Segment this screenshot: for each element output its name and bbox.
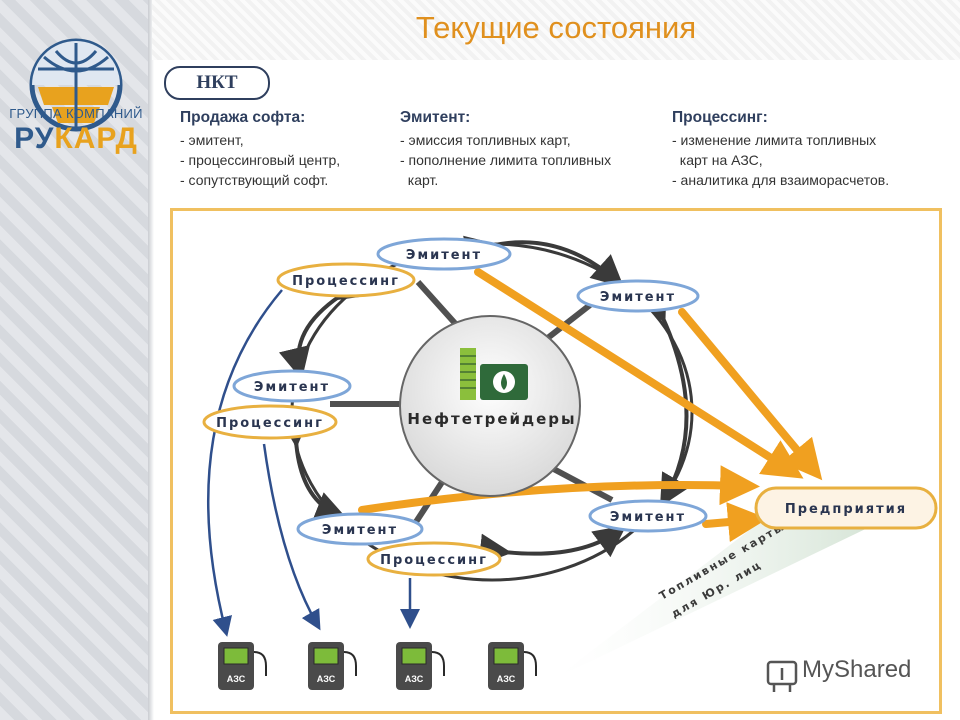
column-line: карт.	[400, 172, 439, 188]
node-processing-bottom: Процессинг	[366, 541, 502, 577]
orange-arrow-4	[702, 502, 768, 543]
myshared-icon	[766, 660, 798, 692]
azs-label: АЗС	[405, 674, 424, 684]
column-processing: Процессинг: - изменение лимита топливных…	[672, 108, 952, 190]
title-band	[152, 0, 960, 60]
column-heading: Процессинг:	[672, 109, 768, 126]
node-emitent-top: Эмитент	[376, 237, 512, 271]
column-line: - пополнение лимита топливных	[400, 152, 612, 168]
azs-pump-1: АЗС	[218, 642, 267, 690]
sidebar-edge	[148, 0, 154, 720]
arrow-processing-bottom-to-emitent-br	[478, 525, 627, 566]
blue-arrow-1	[207, 289, 283, 637]
arrow-processing-to-emitent-left	[278, 269, 369, 380]
arrow-processing-left-to-emitent-bottom	[278, 414, 348, 522]
azs-pump-2: АЗС	[308, 642, 357, 690]
svg-text:Эмитент: Эмитент	[322, 523, 398, 538]
column-heading: Продажа софта:	[180, 109, 306, 126]
logo-caption: ГРУППА КОМПАНИЙ	[9, 106, 143, 121]
node-processing-top: Процессинг	[276, 262, 416, 298]
blue-arrow-2	[262, 443, 321, 631]
svg-text:Эмитент: Эмитент	[600, 290, 676, 305]
column-line: - изменение лимита топливных	[672, 132, 877, 148]
node-emitent-bottom: Эмитент	[296, 512, 424, 546]
column-line: - процессинговый центр,	[180, 152, 341, 168]
orange-arrow-3	[358, 465, 760, 514]
arrow-emitent-right-loop	[637, 287, 690, 507]
svg-text:Процессинг: Процессинг	[380, 553, 488, 568]
orange-arrow-2	[678, 308, 823, 481]
page-title: Текущие состояния	[415, 10, 697, 45]
node-emitent-bottom-right: Эмитент	[588, 499, 708, 533]
column-software: Продажа софта: - эмитент, - процессингов…	[180, 108, 390, 190]
svg-text:Эмитент: Эмитент	[254, 380, 330, 395]
logo-brand: РУКАРД	[8, 122, 144, 156]
node-enterprises: Предприятия	[754, 486, 938, 530]
arrow-emitent-top-to-right	[463, 235, 624, 288]
column-line: - аналитика для взаиморасчетов.	[672, 172, 890, 188]
orange-arrow-1	[474, 268, 804, 479]
node-emitent-right: Эмитент	[576, 279, 700, 313]
company-logo	[29, 38, 123, 132]
svg-text:Процессинг: Процессинг	[216, 416, 324, 431]
center-label: Нефтетрейдеры	[407, 410, 576, 428]
node-emitent-left: Эмитент	[232, 369, 352, 403]
watermark-text: MyShared	[802, 656, 912, 683]
column-line: - эмиссия топливных карт,	[400, 132, 571, 148]
svg-text:Процессинг: Процессинг	[292, 274, 400, 289]
node-processing-left: Процессинг	[202, 404, 338, 440]
spoke-bottom-right	[546, 463, 614, 503]
column-line: - эмитент,	[180, 132, 244, 148]
column-line: - сопутствующий софт.	[180, 172, 329, 188]
fuel-card-beam	[556, 522, 880, 678]
logo-brand-part1: РУ	[14, 122, 55, 155]
oil-company-icon	[460, 348, 528, 400]
azs-label: АЗС	[227, 674, 246, 684]
svg-text:Эмитент: Эмитент	[610, 510, 686, 525]
svg-text:Эмитент: Эмитент	[406, 248, 482, 263]
center-hub	[399, 315, 581, 497]
column-emitent: Эмитент: - эмиссия топливных карт, - поп…	[400, 108, 665, 190]
azs-label: АЗС	[497, 674, 516, 684]
azs-pump-3: АЗС	[396, 642, 445, 690]
column-line: карт на АЗС,	[672, 152, 763, 168]
logo-brand-part2: КАРД	[54, 122, 138, 155]
svg-text:Предприятия: Предприятия	[785, 502, 907, 517]
azs-label: АЗС	[317, 674, 336, 684]
column-heading: Эмитент:	[400, 109, 471, 126]
nkt-tag: НКТ	[164, 66, 270, 100]
azs-pump-4: АЗС	[488, 642, 537, 690]
